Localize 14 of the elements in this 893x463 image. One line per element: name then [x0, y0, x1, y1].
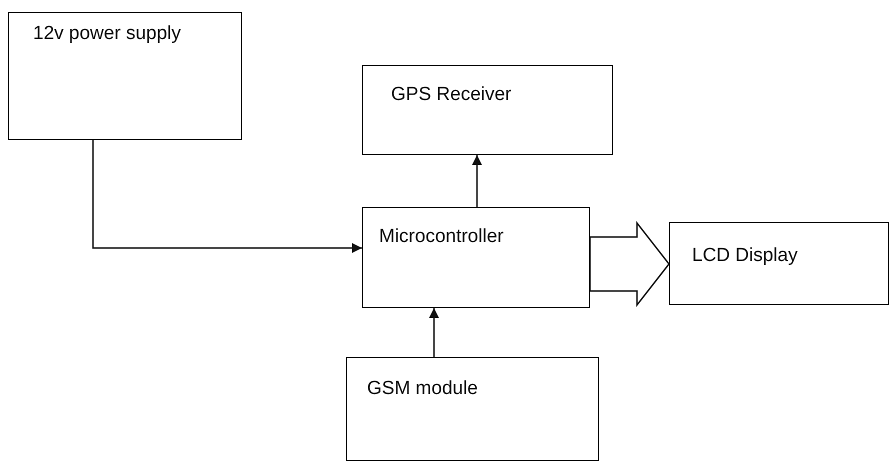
block-box	[8, 12, 242, 140]
arrow	[472, 155, 482, 207]
block-box	[346, 357, 599, 461]
block-label: Microcontroller	[379, 225, 504, 249]
block-box	[362, 207, 590, 308]
block-box	[669, 222, 889, 305]
block-label: LCD Display	[692, 244, 798, 268]
block-label: GPS Receiver	[391, 83, 512, 107]
block-box	[362, 65, 613, 155]
arrow	[92, 140, 362, 253]
block-label: GSM module	[367, 377, 478, 401]
block-label: 12v power supply	[33, 22, 181, 46]
block-arrow	[589, 220, 670, 308]
arrow	[429, 308, 439, 357]
